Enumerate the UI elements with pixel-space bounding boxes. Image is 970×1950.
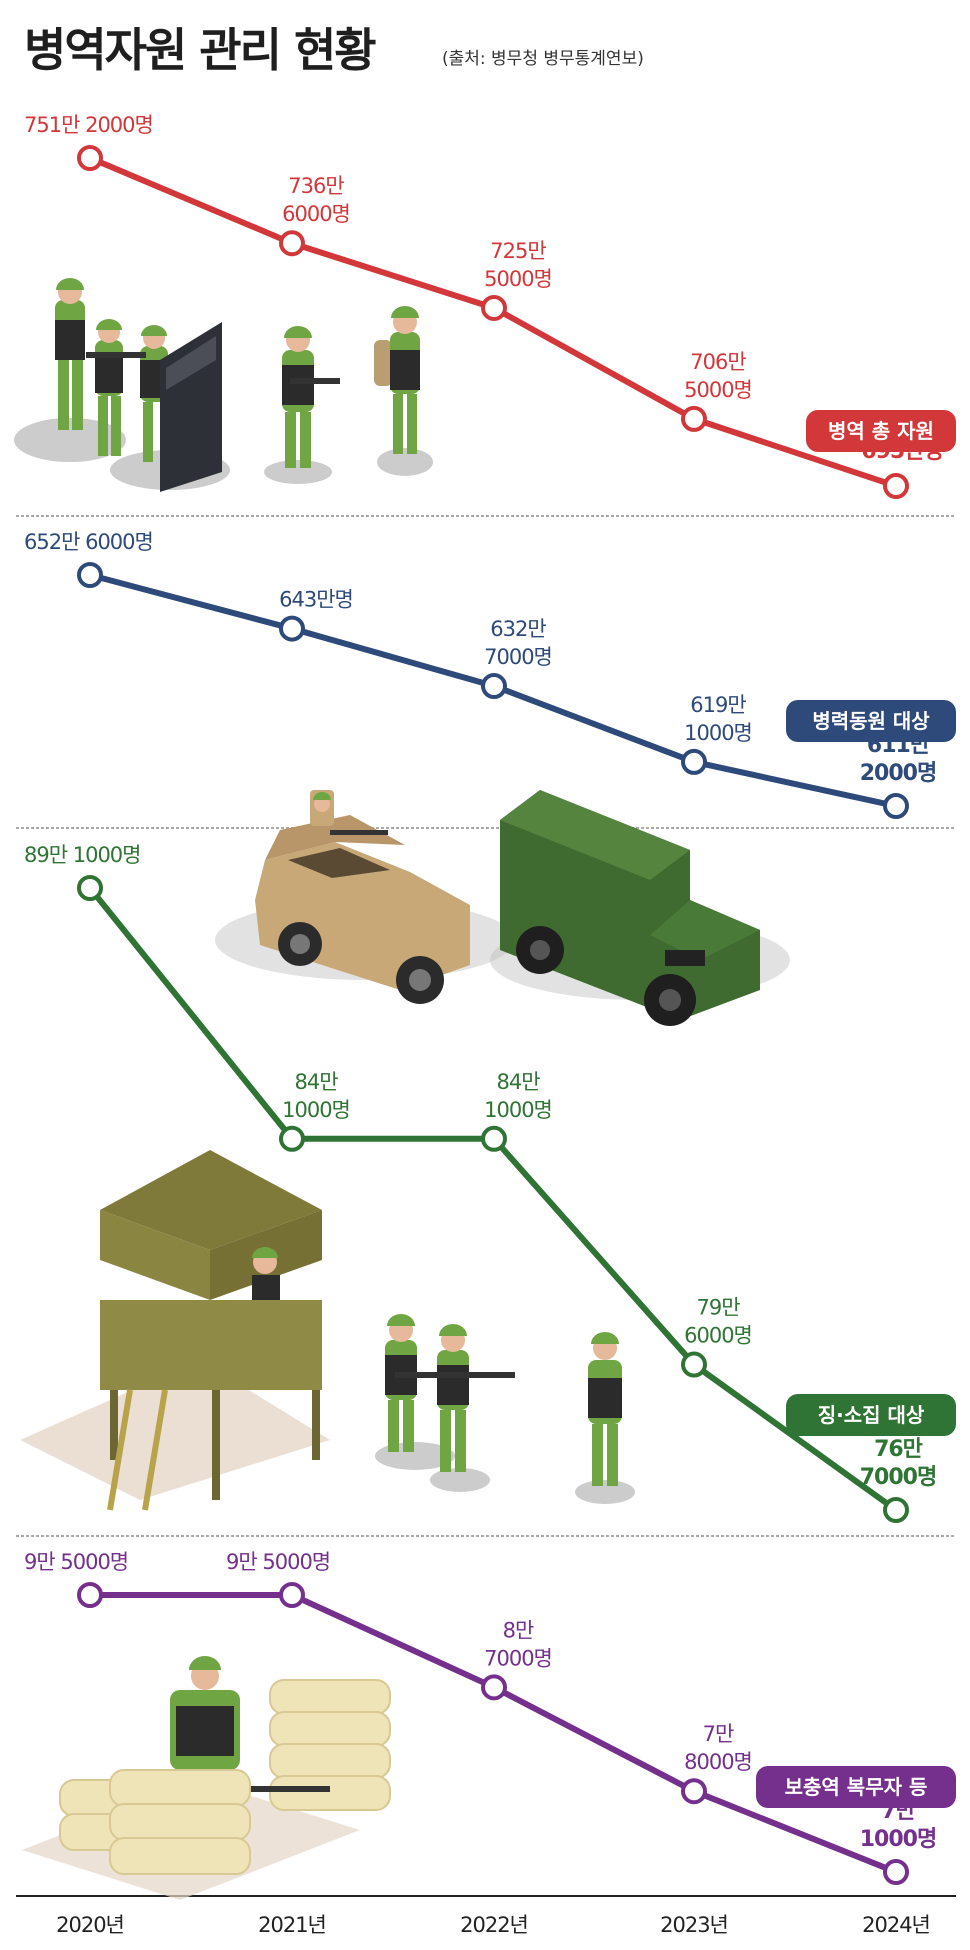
soldier-icon	[575, 1332, 635, 1504]
data-point	[481, 1674, 507, 1701]
data-point	[883, 473, 909, 499]
page-title: 병역자원 관리 현황	[24, 23, 377, 77]
sandbag-bunker-icon	[22, 1656, 391, 1900]
data-point	[279, 1125, 305, 1152]
x-tick-label: 2020년	[56, 1913, 124, 1937]
data-point	[279, 615, 305, 642]
data-point	[883, 793, 909, 819]
data-point	[279, 230, 305, 257]
data-point	[77, 562, 103, 588]
series-name: 보충역 복무자 등	[785, 1775, 928, 1799]
series-name: 징·소집 대상	[818, 1403, 925, 1427]
data-point	[77, 1582, 103, 1608]
data-point	[481, 294, 507, 321]
data-label: 652만 6000명	[24, 530, 153, 554]
source-note: (출처: 병무청 병무통계연보)	[442, 49, 644, 69]
riot-shield-icon	[160, 322, 222, 492]
data-label: 643만명	[279, 588, 353, 612]
x-tick-label: 2023년	[660, 1913, 728, 1937]
series-name: 병역 총 자원	[828, 419, 934, 443]
data-point	[681, 1778, 707, 1805]
data-point	[883, 1859, 909, 1885]
x-tick-label: 2021년	[258, 1913, 326, 1937]
series-badge	[756, 1766, 956, 1808]
soldier-icon	[264, 326, 340, 484]
data-label: 751만 2000명	[24, 113, 153, 137]
data-point	[77, 145, 103, 171]
data-point	[481, 673, 507, 700]
series-name: 병력동원 대상	[812, 709, 930, 733]
data-point	[481, 1125, 507, 1152]
x-tick-label: 2024년	[862, 1913, 930, 1937]
soldiers-squad-icon	[375, 1314, 515, 1492]
series-badge	[786, 700, 956, 742]
data-point	[681, 1351, 707, 1378]
series-badge	[806, 410, 956, 452]
data-label: 9만 5000명	[24, 1550, 128, 1574]
series-badge	[786, 1394, 956, 1436]
data-point	[279, 1582, 305, 1608]
data-point	[883, 1497, 909, 1523]
data-label: 89만 1000명	[24, 843, 140, 867]
armored-truck-icon	[490, 790, 790, 1026]
soldier-icon	[374, 306, 433, 476]
watchtower-icon	[20, 1150, 330, 1511]
data-label: 9만 5000명	[226, 1550, 330, 1574]
data-point	[681, 405, 707, 432]
data-point	[681, 748, 707, 775]
military-jeep-icon	[215, 790, 515, 1004]
x-tick-label: 2022년	[460, 1913, 528, 1937]
data-point	[77, 875, 103, 901]
